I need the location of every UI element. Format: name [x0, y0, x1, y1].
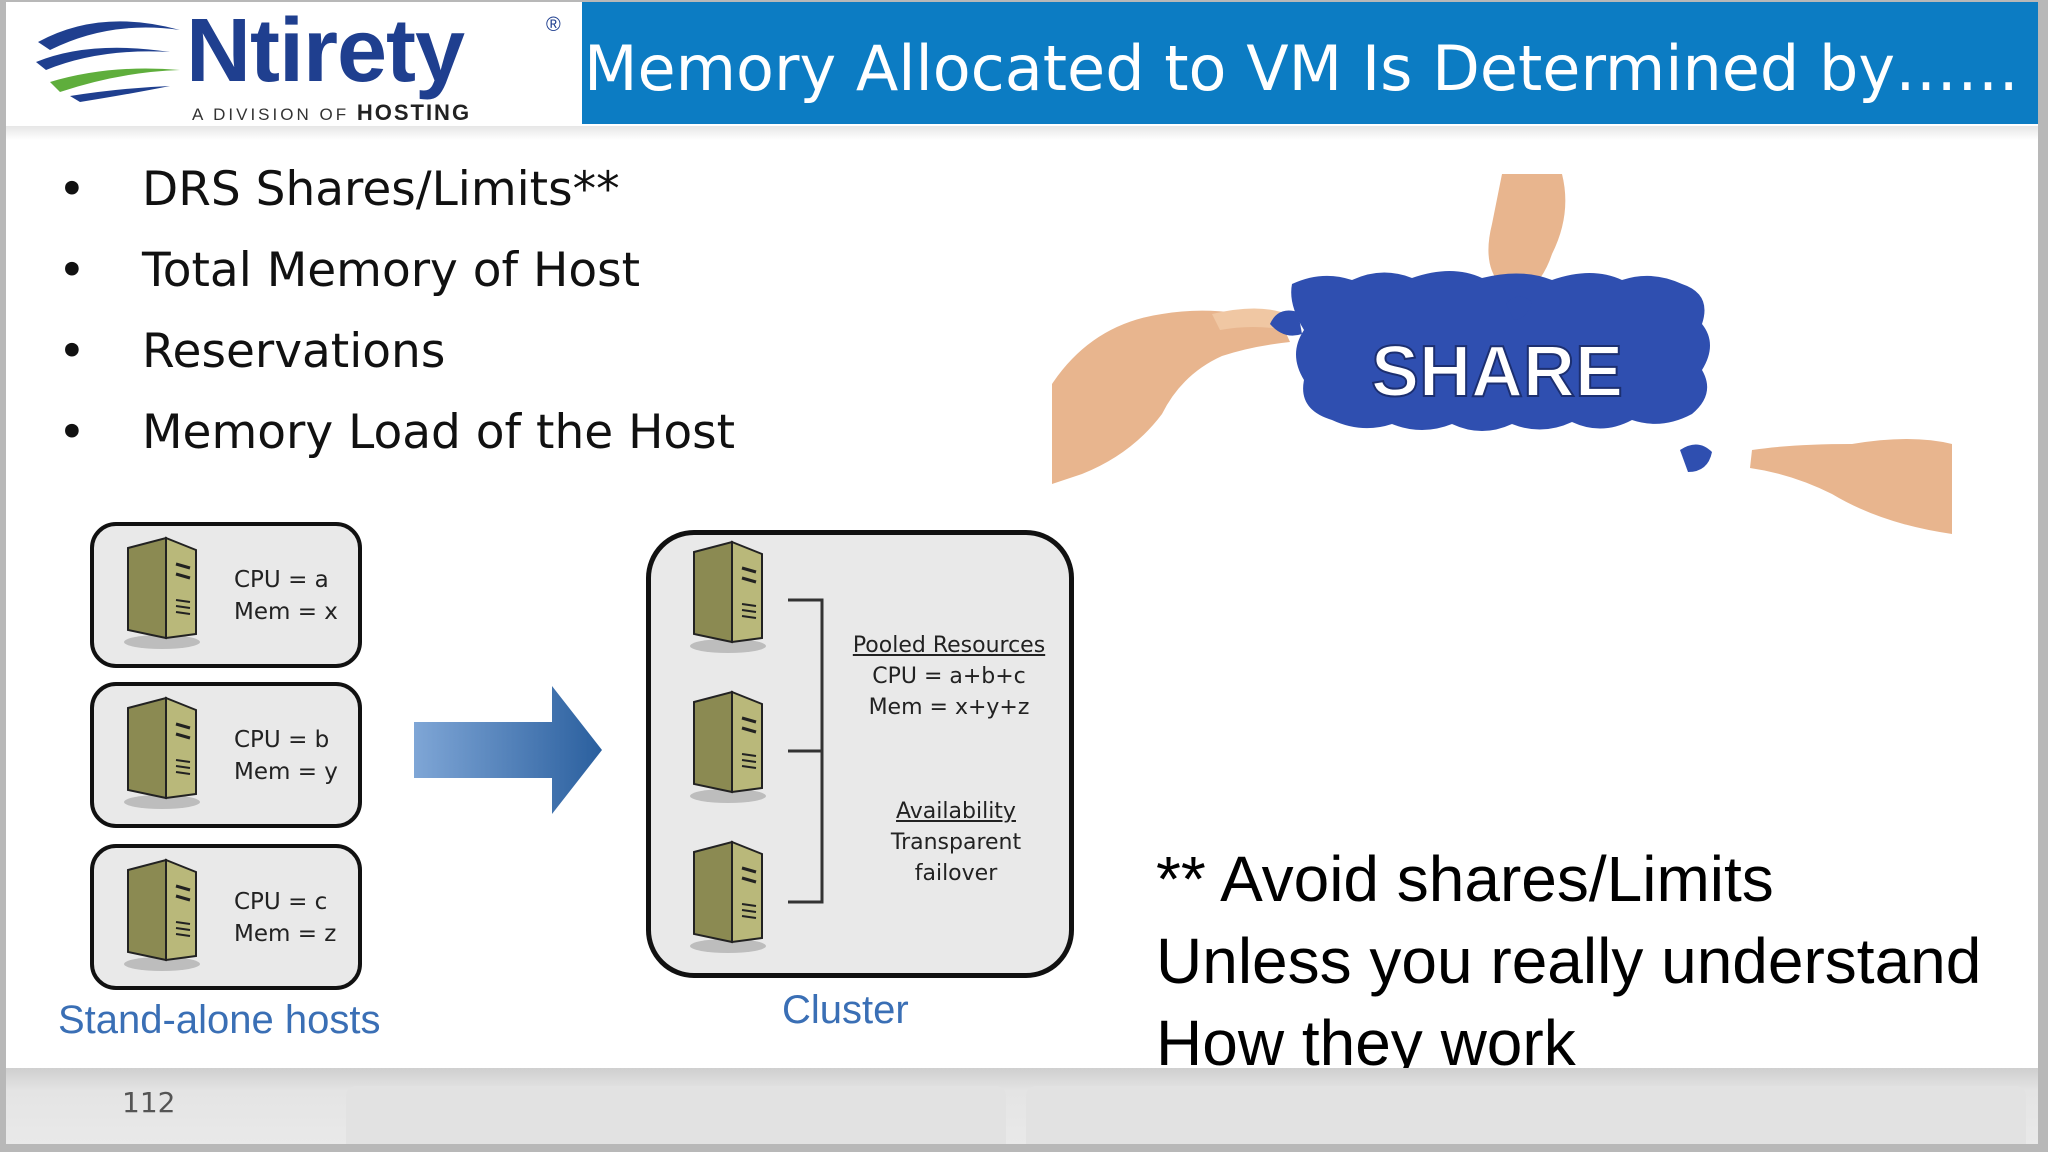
server-icon — [124, 536, 200, 649]
bullet-marker: • — [58, 162, 86, 217]
standalone-host-a: CPU = a Mem = x — [90, 522, 362, 668]
footer-tab — [1026, 1086, 2026, 1144]
availability-line: Transparent — [890, 830, 1022, 855]
share-puzzle-image: SHARE — [1052, 174, 1952, 534]
host-cpu: CPU = b — [234, 727, 330, 753]
note-line: ** Avoid shares/Limits — [1156, 843, 1774, 915]
standalone-caption: Stand-alone hosts — [58, 998, 381, 1042]
host-label: CPU = b Mem = y — [234, 724, 338, 788]
page-number: 112 — [122, 1086, 176, 1119]
standalone-host-c: CPU = c Mem = z — [90, 844, 362, 990]
server-icon — [690, 840, 766, 953]
standalone-host-b: CPU = b Mem = y — [90, 682, 362, 828]
host-mem: Mem = z — [234, 921, 337, 947]
note-line: How they work — [1156, 1007, 1576, 1079]
pooled-resources: Pooled Resources CPU = a+b+c Mem = x+y+z — [832, 630, 1066, 723]
host-cpu: CPU = c — [234, 889, 328, 915]
host-mem: Mem = x — [234, 599, 338, 625]
cluster-caption: Cluster — [782, 988, 909, 1032]
server-icon — [124, 696, 200, 809]
bullet-text: Reservations — [142, 324, 446, 379]
pooled-cpu: CPU = a+b+c — [872, 664, 1026, 689]
bullet-marker: • — [58, 324, 86, 379]
title-divider — [6, 126, 2038, 140]
slide-footer: 112 — [6, 1068, 2038, 1144]
pooled-mem: Mem = x+y+z — [868, 695, 1030, 720]
warning-note: ** Avoid shares/Limits Unless you really… — [1156, 838, 1981, 1084]
server-icon — [690, 540, 766, 653]
availability-title: Availability — [896, 799, 1016, 824]
host-mem: Mem = y — [234, 759, 338, 785]
footer-tab — [346, 1086, 1006, 1144]
cluster-bracket — [788, 598, 824, 904]
arrow-right-icon — [414, 686, 602, 814]
bullet-marker: • — [58, 405, 86, 460]
host-label: CPU = c Mem = z — [234, 886, 336, 950]
logo-tagline: A DIVISION OF HOSTING — [192, 100, 471, 126]
title-bar: Memory Allocated to VM Is Determined by…… — [582, 2, 2038, 124]
host-label: CPU = a Mem = x — [234, 564, 338, 628]
server-icon — [690, 690, 766, 803]
logo-wordmark: Ntirety — [186, 2, 465, 101]
bullet-text: Memory Load of the Host — [142, 405, 736, 460]
note-line: Unless you really understand — [1156, 925, 1982, 997]
server-icon — [124, 858, 200, 971]
slide-title: Memory Allocated to VM Is Determined by…… — [584, 32, 2020, 105]
logo-swoosh-icon — [36, 21, 180, 102]
puzzle-word: SHARE — [1371, 332, 1623, 412]
bullet-text: DRS Shares/Limits** — [142, 162, 620, 217]
logo-tagline-brand: HOSTING — [356, 100, 472, 125]
logo: Ntirety ® A DIVISION OF HOSTING — [6, 2, 582, 126]
bullet-marker: • — [58, 243, 86, 298]
availability: Availability Transparent failover — [846, 796, 1066, 889]
host-cpu: CPU = a — [234, 567, 329, 593]
availability-line: failover — [914, 861, 998, 886]
bullet-text: Total Memory of Host — [142, 243, 641, 298]
slide: Ntirety ® A DIVISION OF HOSTING Memory A… — [6, 2, 2038, 1144]
logo-registered-mark: ® — [546, 14, 561, 36]
logo-tagline-prefix: A DIVISION OF — [192, 105, 350, 124]
pooled-title: Pooled Resources — [852, 633, 1046, 658]
